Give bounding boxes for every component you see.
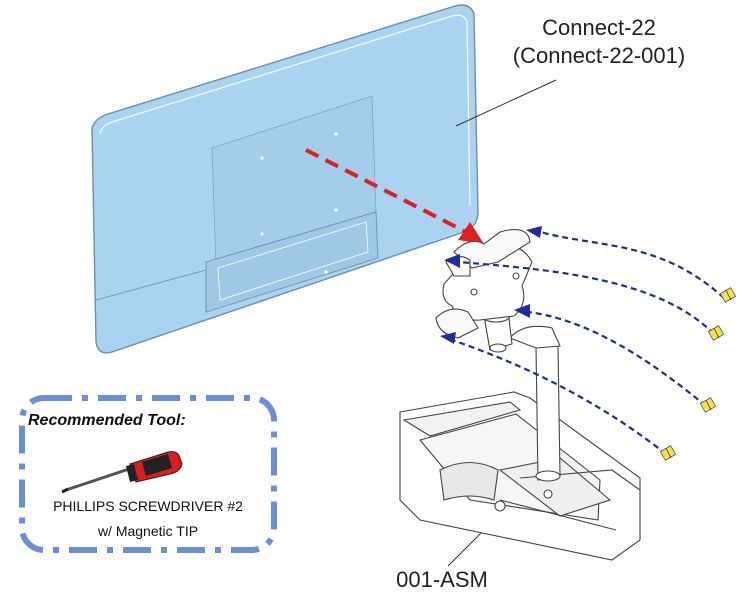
screw-2: [707, 325, 725, 341]
assembly-label: 001-ASM: [396, 567, 488, 592]
screw-1: [719, 287, 737, 303]
screwdriver-icon: [61, 451, 183, 494]
monitor-panel: [91, 4, 479, 354]
stand-assembly: [399, 229, 641, 561]
screws: [659, 287, 737, 461]
monitor-model-part-number: (Connect-22-001): [512, 43, 686, 68]
tool-box-title: Recommended Tool:: [28, 412, 186, 429]
recommended-tool-box: Recommended Tool: PHILLIPS SCREWDRIVER #…: [18, 394, 278, 554]
screw-3: [699, 397, 717, 413]
tool-box-border: [19, 395, 277, 553]
monitor-model-label: Connect-22 (Connect-22-001): [494, 14, 704, 70]
tool-detail: w/ Magnetic TIP: [97, 523, 199, 539]
monitor-leader-line: [455, 79, 557, 127]
screw-4: [659, 445, 677, 461]
monitor-model-name: Connect-22: [542, 15, 656, 40]
mount-direction-arrow: [305, 148, 484, 244]
screw-arrows: [451, 230, 725, 455]
tool-name: PHILLIPS SCREWDRIVER #2: [53, 498, 243, 514]
screw-arrowheads: [440, 226, 542, 344]
